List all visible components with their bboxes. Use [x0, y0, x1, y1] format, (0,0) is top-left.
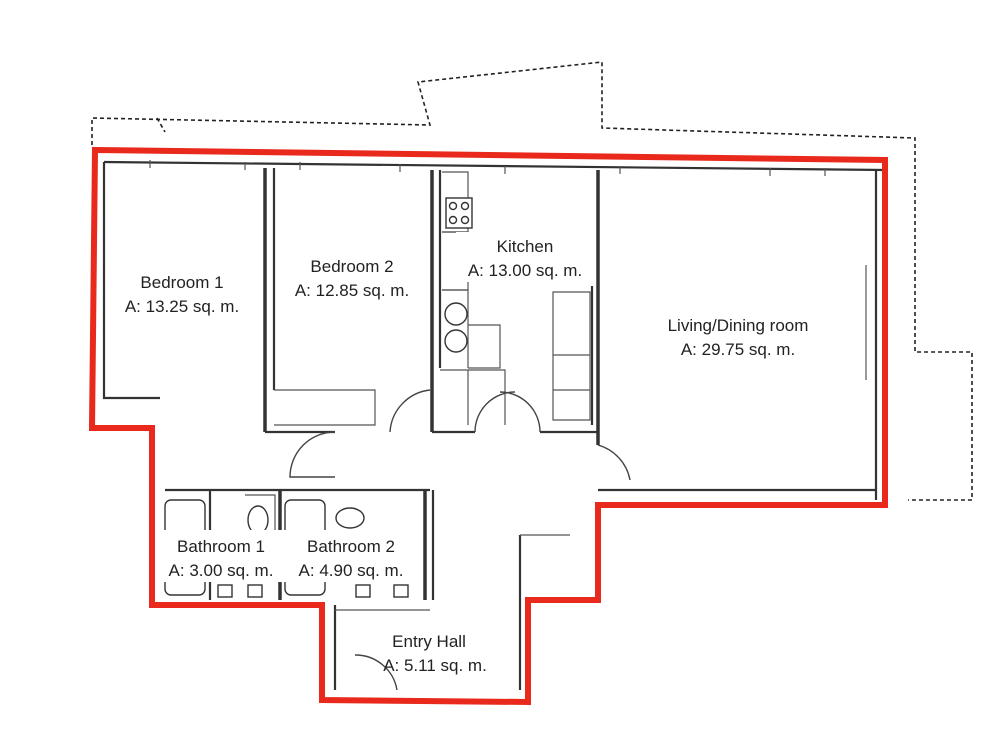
sink-icon: [444, 302, 468, 353]
door-swings: [289, 389, 631, 691]
room-label-kitchen: Kitchen A: 13.00 sq. m.: [468, 237, 582, 280]
room-area: A: 5.11 sq. m.: [383, 656, 487, 675]
room-name: Bathroom 2: [307, 537, 395, 556]
room-area: A: 4.90 sq. m.: [299, 561, 404, 580]
room-label-bedroom-1: Bedroom 1 A: 13.25 sq. m.: [125, 273, 239, 316]
room-name: Kitchen: [497, 237, 554, 256]
room-name: Entry Hall: [392, 632, 466, 651]
room-label-living-dining: Living/Dining room A: 29.75 sq. m.: [668, 316, 809, 359]
apartment-outline: [88, 146, 888, 706]
room-label-bathroom-1: Bathroom 1 A: 3.00 sq. m.: [169, 537, 274, 580]
toilet-icon: [217, 584, 409, 598]
room-name: Bathroom 1: [177, 537, 265, 556]
room-label-entry-hall: Entry Hall A: 5.11 sq. m.: [383, 632, 487, 675]
room-area: A: 12.85 sq. m.: [295, 281, 409, 300]
room-name: Bedroom 1: [140, 273, 223, 292]
room-label-bathroom-2: Bathroom 2 A: 4.90 sq. m.: [299, 537, 404, 580]
hob-icon: [445, 197, 473, 229]
room-area: A: 13.25 sq. m.: [125, 297, 239, 316]
washbasin-icon: [247, 505, 365, 535]
room-name: Bedroom 2: [310, 257, 393, 276]
terrace-boundary: [91, 61, 973, 501]
room-name: Living/Dining room: [668, 316, 809, 335]
room-area: A: 3.00 sq. m.: [169, 561, 274, 580]
interior-walls: [102, 160, 886, 690]
room-label-bedroom-2: Bedroom 2 A: 12.85 sq. m.: [295, 257, 409, 300]
room-area: A: 13.00 sq. m.: [468, 261, 582, 280]
room-area: A: 29.75 sq. m.: [681, 340, 795, 359]
